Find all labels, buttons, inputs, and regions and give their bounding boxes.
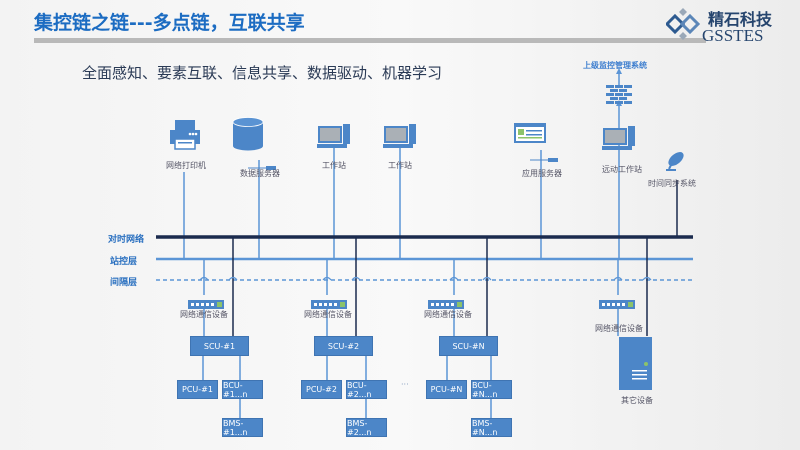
pcu-1-box: PCU-#1 <box>177 380 218 399</box>
label-app-server: 应用服务器 <box>522 169 562 178</box>
label-remote-workstation: 远动工作站 <box>602 165 642 174</box>
printer-icon <box>169 120 201 158</box>
label-switch-1: 网络通信设备 <box>180 310 228 319</box>
logo-en: GSSTES <box>702 26 764 45</box>
app-server-icon <box>514 123 548 149</box>
scu-n-box: SCU-#N <box>439 336 498 356</box>
workstation-icon <box>383 124 419 154</box>
server-tower-icon <box>619 337 653 395</box>
db-connector-icon <box>248 156 278 170</box>
bcu-2-box: BCU-#2...n <box>346 380 387 399</box>
workstation-icon <box>317 124 353 154</box>
ellipsis: ··· <box>401 380 409 389</box>
bcu-n-box: BCU-#N...n <box>471 380 512 399</box>
network-switch-icon <box>188 295 224 314</box>
label-time-sync: 时间同步系统 <box>648 179 696 188</box>
logo-cn: 精石科技 <box>708 10 773 29</box>
firewall-icon <box>606 85 632 109</box>
bms-n-box: BMS-#N...n <box>471 418 512 437</box>
label-switch-other: 网络通信设备 <box>595 324 643 333</box>
scu-2-box: SCU-#2 <box>314 336 373 356</box>
pcu-2-box: PCU-#2 <box>301 380 342 399</box>
logo-icon <box>666 6 702 42</box>
title-divider <box>34 38 706 43</box>
label-workstation-2: 工作站 <box>388 161 412 170</box>
satellite-dish-icon <box>664 150 686 176</box>
bms-2-box: BMS-#2...n <box>346 418 387 437</box>
network-switch-icon <box>599 295 635 314</box>
pcu-n-box: PCU-#N <box>426 380 467 399</box>
label-other-device: 其它设备 <box>621 396 653 405</box>
scu-1-box: SCU-#1 <box>190 336 249 356</box>
database-icon <box>232 117 264 155</box>
network-switch-icon <box>311 295 347 314</box>
layer-bay: 间隔层 <box>110 278 138 288</box>
label-switch-n: 网络通信设备 <box>424 310 472 319</box>
app-connector-icon <box>530 148 560 162</box>
label-switch-2: 网络通信设备 <box>304 310 352 319</box>
layer-time-network: 对时网络 <box>108 235 145 245</box>
page-title: 集控链之链---多点链，互联共享 <box>34 12 305 34</box>
network-switch-icon <box>428 295 464 314</box>
label-upper-system: 上级监控管理系统 <box>583 61 647 70</box>
label-db-server: 数据服务器 <box>240 169 280 178</box>
label-printer: 网络打印机 <box>166 161 206 170</box>
subtitle: 全面感知、要素互联、信息共享、数据驱动、机器学习 <box>82 64 443 82</box>
layer-station: 站控层 <box>110 257 138 267</box>
bms-1-box: BMS-#1...n <box>222 418 263 437</box>
bcu-1-box: BCU-#1...n <box>222 380 263 399</box>
remote-workstation-icon <box>602 126 638 156</box>
label-workstation-1: 工作站 <box>322 161 346 170</box>
